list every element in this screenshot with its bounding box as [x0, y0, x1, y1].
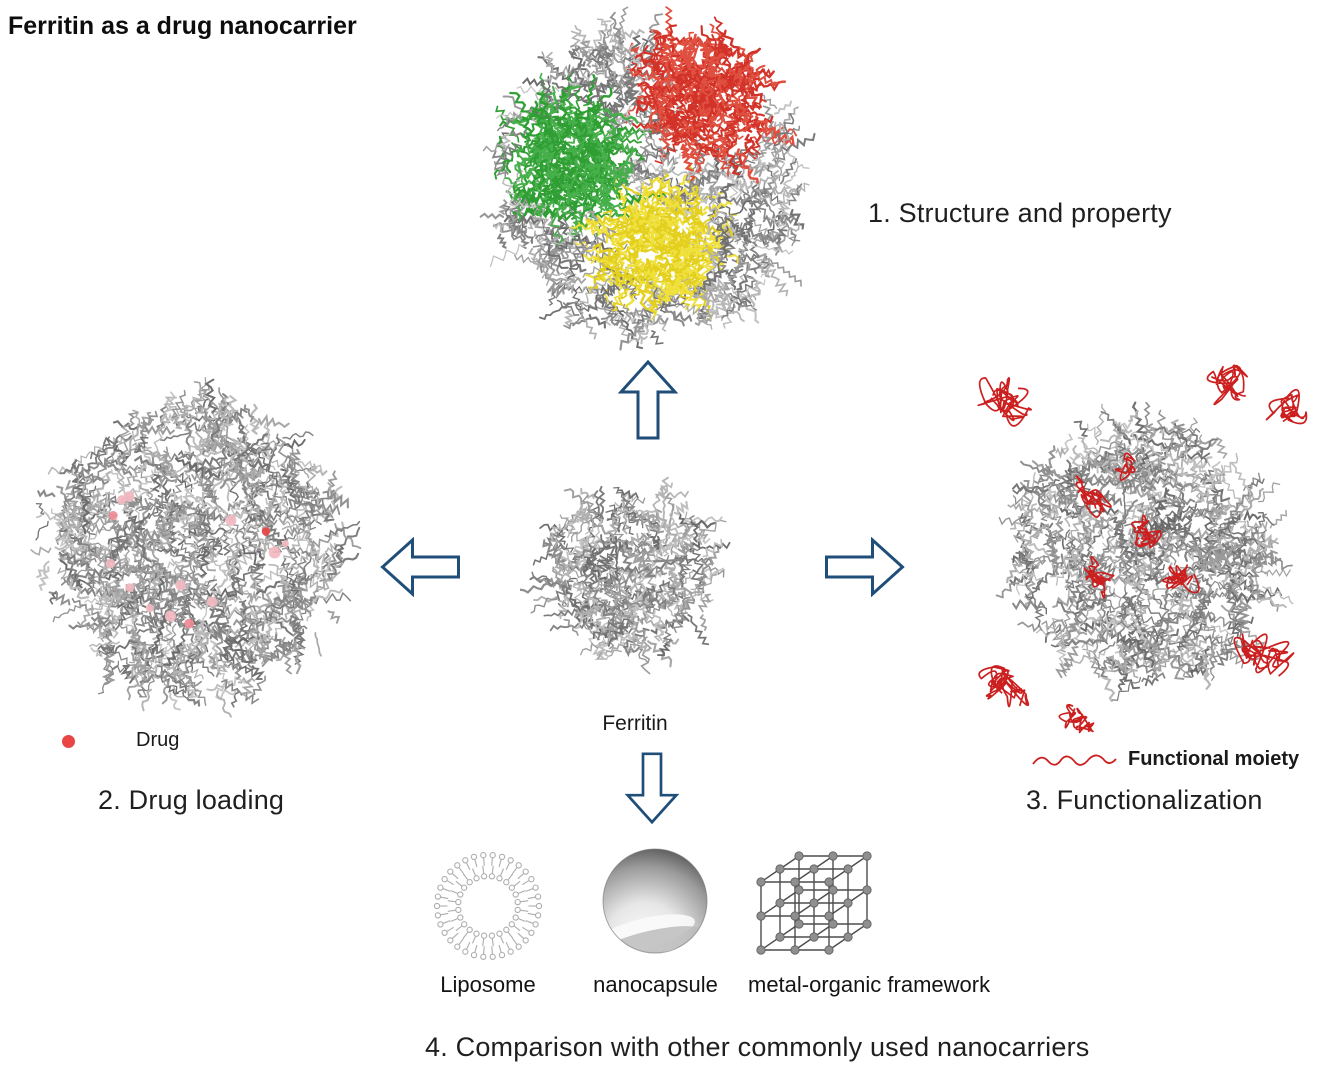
structure-protein-image	[479, 6, 816, 351]
figure-title: Ferritin as a drug nanocarrier	[8, 12, 357, 40]
drug-legend-dot-icon	[62, 735, 75, 748]
drug-legend-label: Drug	[136, 729, 180, 751]
ferritin-label: Ferritin	[602, 712, 668, 735]
arrow-right-icon	[825, 537, 905, 597]
functionalization-label: 3. Functionalization	[1026, 785, 1263, 815]
functional-moiety-label: Functional moiety	[1128, 748, 1300, 770]
comparison-label: 4. Comparison with other commonly used n…	[425, 1032, 1090, 1062]
arrow-left-icon	[380, 537, 460, 597]
functionalized-protein-image	[977, 364, 1308, 734]
nanocapsule-icon	[602, 848, 708, 954]
drug-loading-protein-image	[30, 377, 362, 718]
mof-icon	[756, 851, 872, 955]
liposome-icon	[433, 852, 543, 960]
arrow-down-icon	[624, 752, 680, 824]
structure-label: 1. Structure and property	[868, 198, 1172, 228]
ferritin-image	[520, 476, 731, 675]
nanocapsule-label: nanocapsule	[593, 972, 718, 997]
drug-loading-label: 2. Drug loading	[98, 785, 285, 815]
functional-moiety-squiggle-icon	[1032, 754, 1117, 766]
arrow-up-icon	[618, 360, 678, 440]
liposome-label: Liposome	[440, 972, 536, 997]
mof-label: metal-organic framework	[748, 972, 991, 997]
